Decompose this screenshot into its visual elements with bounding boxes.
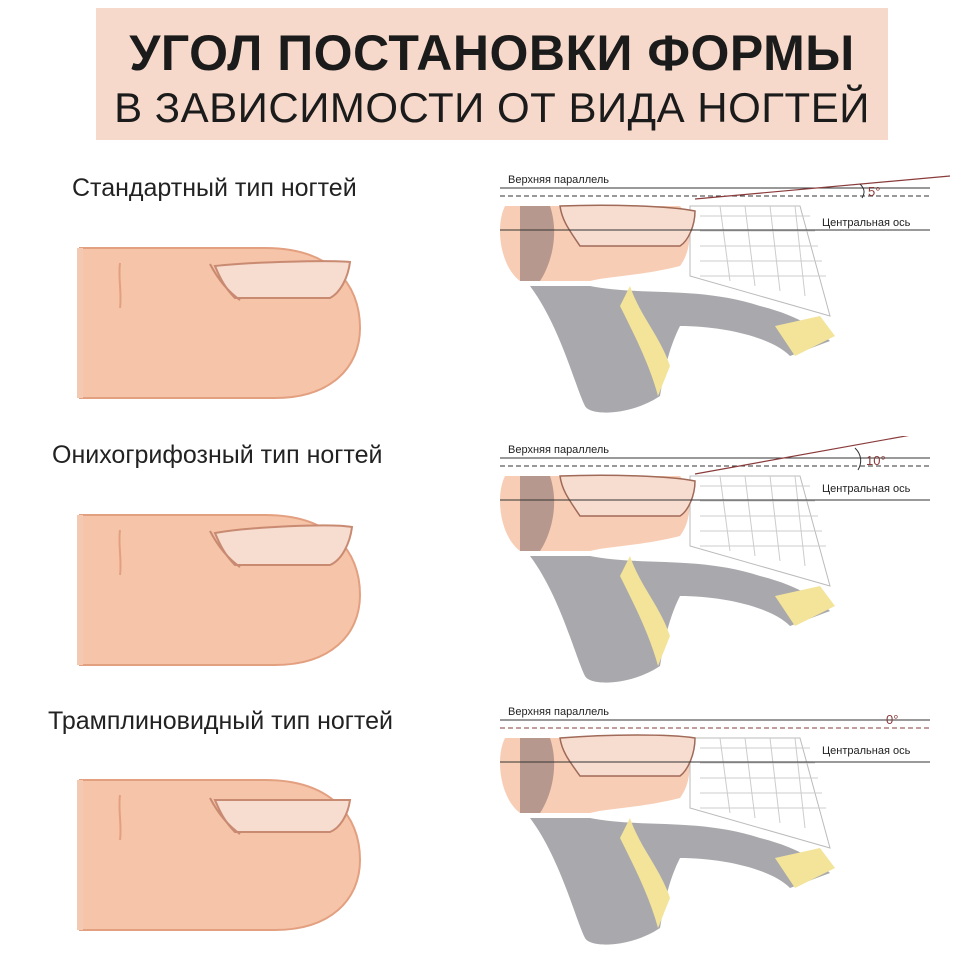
upper-parallel-label: Верхняя параллель	[508, 444, 609, 456]
angle-label: 5°	[868, 184, 880, 199]
page-title: УГОЛ ПОСТАНОВКИ ФОРМЫ	[129, 25, 855, 81]
nail-form-gray	[530, 286, 830, 413]
nail-form-yellow-strip	[620, 286, 670, 396]
type-label-ski-jump: Трамплиновидный тип ногтей	[48, 707, 393, 735]
central-axis-label: Центральная ось	[822, 217, 911, 229]
type-label-standard: Стандартный тип ногтей	[72, 174, 357, 202]
form-diagram-standard: Верхняя параллель Центральная ось 5°	[500, 174, 951, 413]
type-label-onychogryphosis: Онихогрифозный тип ногтей	[52, 441, 383, 469]
form-diagram-onychogryphosis: Верхняя параллель Центральная ось 10°	[500, 436, 930, 683]
finger-illustration-standard	[77, 247, 362, 399]
angle-label: 0°	[886, 712, 898, 727]
central-axis-label: Центральная ось	[822, 483, 911, 495]
title-banner: УГОЛ ПОСТАНОВКИ ФОРМЫ В ЗАВИСИМОСТИ ОТ В…	[96, 8, 888, 140]
page-subtitle: В ЗАВИСИМОСТИ ОТ ВИДА НОГТЕЙ	[114, 84, 870, 131]
upper-parallel-label: Верхняя параллель	[508, 174, 609, 186]
nail-form-yellow-tip	[775, 316, 835, 356]
angle-label: 10°	[866, 453, 886, 468]
upper-parallel-label: Верхняя параллель	[508, 706, 609, 718]
form-diagram-ski-jump: Верхняя параллель Центральная ось 0°	[500, 706, 930, 945]
finger-illustration-onychogryphosis	[77, 514, 362, 666]
grid-pattern	[700, 205, 826, 297]
finger-illustration-ski-jump	[77, 779, 362, 931]
central-axis-label: Центральная ось	[822, 745, 911, 757]
